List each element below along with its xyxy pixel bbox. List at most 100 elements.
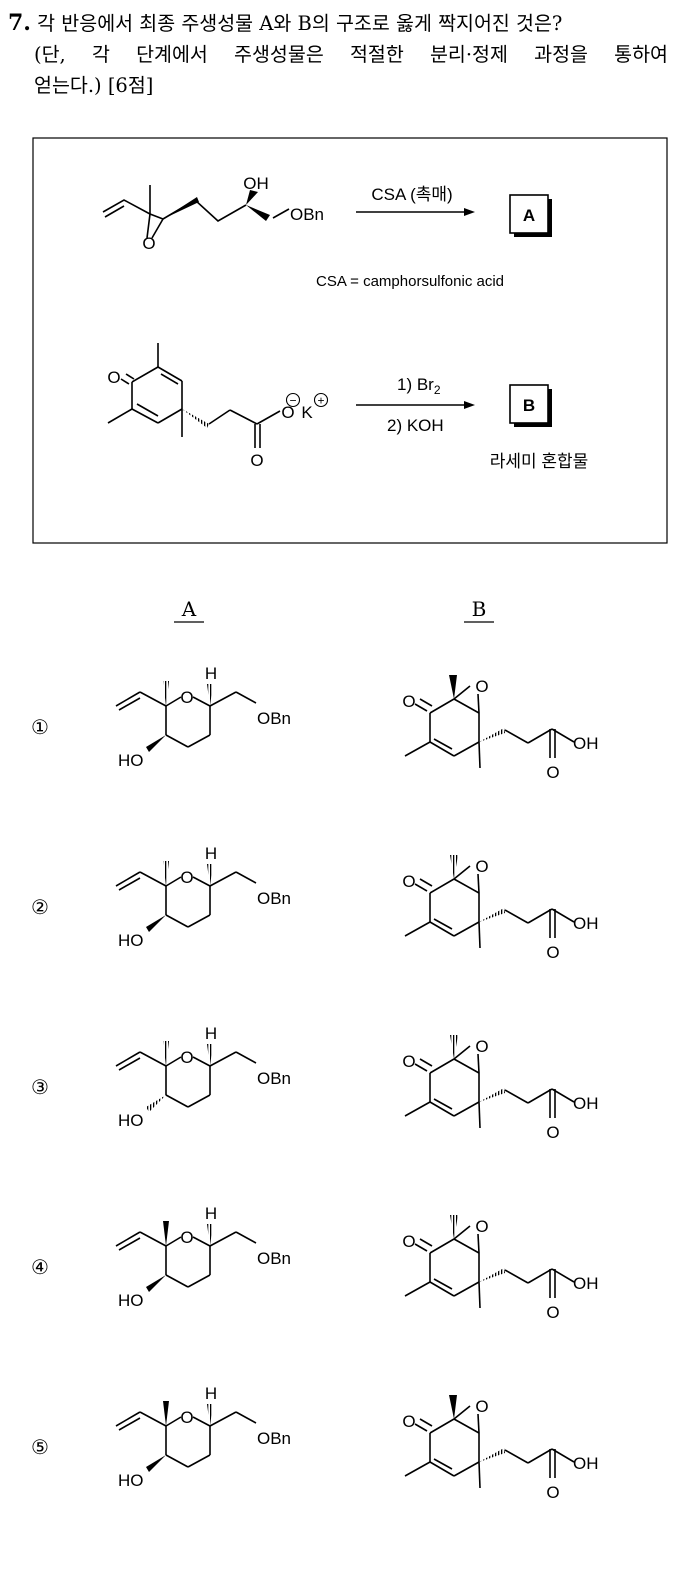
reagent-csa: CSA (촉매) [371,185,452,204]
hashed-bond [182,409,209,428]
obn-label: OBn [290,205,324,224]
svg-text:A: A [523,206,535,225]
hydroxyl-label: HO [118,1291,144,1310]
obn-label: OBn [257,889,291,908]
ring-oxygen: O [180,1408,193,1427]
hashed-bond [163,681,169,706]
answer-options: ①OHOBnHOOOOHO②OHOBnHOOOOHO③OHOBnHOOOOHO④… [31,664,598,1502]
wedge-bond [163,1221,169,1246]
product-a-box: A [509,194,552,237]
column-heading-b: B [472,597,487,621]
wedge-bond [449,675,457,699]
obn-label: OBn [257,1249,291,1268]
wedge-bond [146,1455,166,1472]
hashed-bond [207,1044,213,1066]
svg-text:B: B [523,396,535,415]
option-marker[interactable]: ② [31,895,49,919]
wedge-bond [163,197,199,219]
question-line-3: 얻는다.) [6점] [34,74,154,97]
epoxide-oxygen: O [475,1397,488,1416]
ring-oxygen: O [180,1228,193,1247]
acid-hydroxyl-label: OH [573,1094,599,1113]
ketone-oxygen: O [402,692,415,711]
ring-oxygen: O [180,688,193,707]
epoxide-oxygen: O [475,1037,488,1056]
acid-hydroxyl-label: OH [573,734,599,753]
product-b-box: B [509,384,552,427]
wedge-bond [146,735,166,752]
hydroxyl-label: HO [118,931,144,950]
wedge-bond [163,1401,169,1426]
column-heading-a: A [181,597,197,621]
acid-hydroxyl-label: OH [573,1454,599,1473]
option-marker[interactable]: ③ [31,1075,49,1099]
plus-charge: + [317,394,324,408]
ring-oxygen: O [180,868,193,887]
wedge-bond [146,915,166,932]
question-line-2: (단, 각 단계에서 주생성물은 적절한 분리·정제 과정을 통하여 [34,43,668,66]
wedge-bond [246,190,258,205]
acid-carbonyl-oxygen: O [546,1303,559,1322]
reaction-2-starting-material [107,343,281,448]
minus-charge: − [289,394,296,408]
hashed-bond [146,1095,166,1112]
hashed-bond [479,1268,505,1282]
epoxide-oxygen: O [475,677,488,696]
question-stem: 7. 각 반응에서 최종 주생성물 A와 B의 구조로 옳게 짝지어진 것은? … [8,8,678,101]
acid-hydroxyl-label: OH [573,914,599,933]
racemic-mixture-note: 라세미 혼합물 [490,452,589,471]
hashed-bond [479,1448,505,1462]
scheme-box [32,137,668,544]
wedge-bond [449,1395,457,1419]
structure-b: O O OH O [402,675,599,782]
hashed-bond [207,684,213,706]
structure-b: O O OH O [402,1395,599,1502]
hashed-bond [207,864,213,886]
hydrogen-label: H [205,1204,217,1223]
hydroxyl-label: HO [118,1471,144,1490]
csa-definition: CSA = camphorsulfonic acid [316,273,504,290]
acid-carbonyl-oxygen: O [546,1123,559,1142]
ketone-oxygen: O [402,1412,415,1431]
acid-hydroxyl-label: OH [573,1274,599,1293]
hydrogen-label: H [205,1384,217,1403]
reagent-step-2: 2) KOH [387,416,444,435]
ring-oxygen: O [180,1048,193,1067]
obn-label: OBn [257,1429,291,1448]
potassium-label: K [301,403,313,422]
wedge-bond [146,1275,166,1292]
option-marker[interactable]: ⑤ [31,1435,49,1459]
acid-carbonyl-oxygen: O [546,1483,559,1502]
hashed-bond [479,1088,505,1102]
ketone-oxygen: O [107,368,120,387]
hashed-bond [479,728,505,742]
epoxide-oxygen: O [475,857,488,876]
obn-label: OBn [257,709,291,728]
acid-carbonyl-oxygen: O [546,943,559,962]
hydrogen-label: H [205,844,217,863]
acid-carbonyl-oxygen: O [546,763,559,782]
epoxide-oxygen: O [142,234,155,253]
hydrogen-label: H [205,664,217,683]
epoxide-oxygen: O [475,1217,488,1236]
option-marker[interactable]: ④ [31,1255,49,1279]
reagent-step-1: 1) Br2 [397,375,441,397]
question-number: 7. [8,10,31,36]
option-marker[interactable]: ① [31,715,49,739]
hashed-bond [163,1041,169,1066]
hydroxyl-label: HO [118,1111,144,1130]
